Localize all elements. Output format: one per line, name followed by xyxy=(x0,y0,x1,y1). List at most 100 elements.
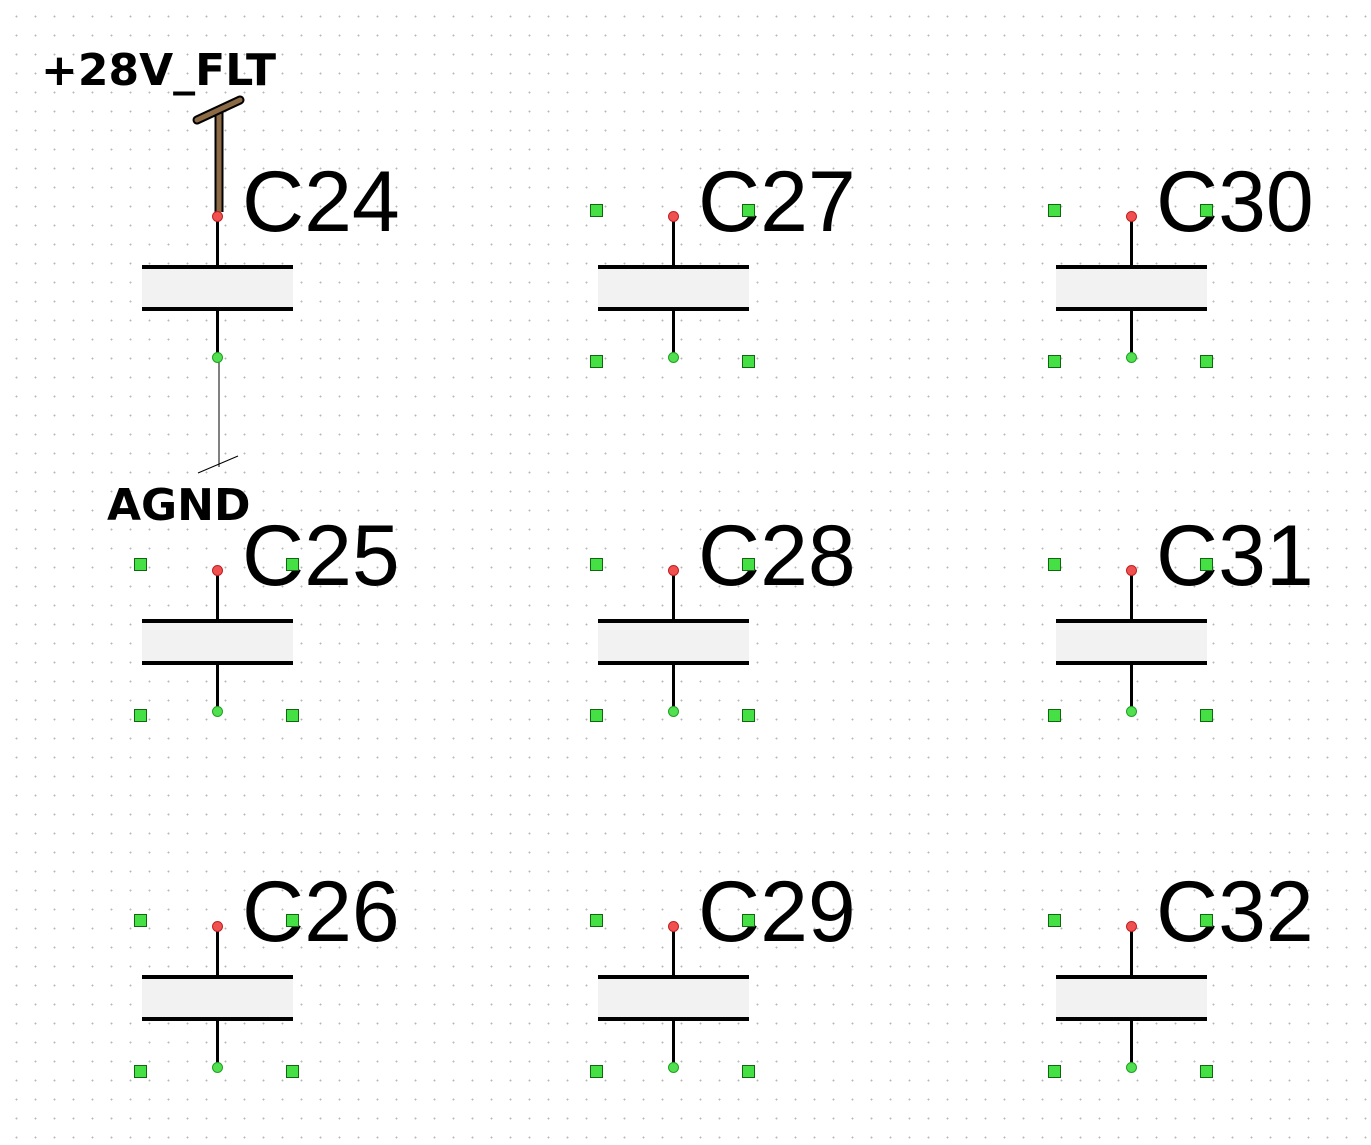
lead-top xyxy=(672,927,675,977)
dielectric-body xyxy=(1056,269,1207,307)
dielectric-body xyxy=(598,269,749,307)
selection-handle[interactable] xyxy=(1200,204,1213,217)
pin-1[interactable] xyxy=(1126,921,1137,932)
pin-1[interactable] xyxy=(668,921,679,932)
selection-handle[interactable] xyxy=(742,914,755,927)
pin-1[interactable] xyxy=(212,565,223,576)
lead-bottom xyxy=(672,308,675,360)
selection-handle[interactable] xyxy=(590,709,603,722)
selection-handle[interactable] xyxy=(286,709,299,722)
selection-handle[interactable] xyxy=(1200,355,1213,368)
capacitor-c32[interactable]: C32 xyxy=(1048,869,1314,1102)
selection-handle[interactable] xyxy=(590,204,603,217)
dielectric-body xyxy=(142,269,293,307)
selection-handle[interactable] xyxy=(1200,1065,1213,1078)
selection-handle[interactable] xyxy=(590,914,603,927)
selection-handle[interactable] xyxy=(286,914,299,927)
selection-handle[interactable] xyxy=(1200,709,1213,722)
plate-top xyxy=(1056,975,1207,979)
selection-handle[interactable] xyxy=(1048,709,1061,722)
lead-top xyxy=(1130,927,1133,977)
lead-bottom xyxy=(1130,308,1133,360)
selection-handle[interactable] xyxy=(1200,914,1213,927)
pin-1[interactable] xyxy=(1126,211,1137,222)
ground-port-symbol[interactable] xyxy=(197,455,239,474)
selection-handle[interactable] xyxy=(1048,1065,1061,1078)
pin-2[interactable] xyxy=(668,706,679,717)
selection-handle[interactable] xyxy=(590,1065,603,1078)
dielectric-body xyxy=(142,623,293,661)
pin-2[interactable] xyxy=(212,706,223,717)
capacitor-c28[interactable]: C28 xyxy=(590,513,856,746)
refdes-label[interactable]: C30 xyxy=(1156,154,1314,250)
pin-2[interactable] xyxy=(668,352,679,363)
pin-2[interactable] xyxy=(668,1062,679,1073)
net-label-ground[interactable]: AGND xyxy=(107,480,251,531)
plate-top xyxy=(142,619,293,623)
pin-2[interactable] xyxy=(1126,706,1137,717)
selection-handle[interactable] xyxy=(134,914,147,927)
selection-handle[interactable] xyxy=(134,558,147,571)
capacitor-c30[interactable]: C30 xyxy=(1048,159,1314,392)
net-label-power[interactable]: +28V_FLT xyxy=(41,45,276,96)
pin-1[interactable] xyxy=(1126,565,1137,576)
capacitor-c29[interactable]: C29 xyxy=(590,869,856,1102)
selection-handle[interactable] xyxy=(590,355,603,368)
selection-handle[interactable] xyxy=(742,1065,755,1078)
dielectric-body xyxy=(142,979,293,1017)
lead-top xyxy=(1130,571,1133,621)
lead-top xyxy=(216,217,219,267)
lead-top xyxy=(672,217,675,267)
selection-handle[interactable] xyxy=(1048,558,1061,571)
lead-top xyxy=(216,571,219,621)
refdes-label[interactable]: C29 xyxy=(698,864,856,960)
lead-bottom xyxy=(672,662,675,714)
selection-handle[interactable] xyxy=(1048,204,1061,217)
selection-handle[interactable] xyxy=(134,709,147,722)
selection-handle[interactable] xyxy=(1048,355,1061,368)
lead-bottom xyxy=(216,1018,219,1070)
selection-handle[interactable] xyxy=(742,355,755,368)
selection-handle[interactable] xyxy=(1200,558,1213,571)
capacitor-c25[interactable]: C25 xyxy=(134,513,400,746)
selection-handle[interactable] xyxy=(742,558,755,571)
capacitor-c31[interactable]: C31 xyxy=(1048,513,1314,746)
refdes-label[interactable]: C28 xyxy=(698,508,856,604)
selection-handle[interactable] xyxy=(590,558,603,571)
selection-handle[interactable] xyxy=(742,709,755,722)
pin-2[interactable] xyxy=(212,352,223,363)
selection-handle[interactable] xyxy=(286,558,299,571)
pin-2[interactable] xyxy=(1126,352,1137,363)
pin-2[interactable] xyxy=(1126,1062,1137,1073)
capacitor-c26[interactable]: C26 xyxy=(134,869,400,1102)
lead-bottom xyxy=(216,308,219,360)
selection-handle[interactable] xyxy=(134,1065,147,1078)
selection-handle[interactable] xyxy=(1048,914,1061,927)
pin-1[interactable] xyxy=(212,921,223,932)
plate-top xyxy=(598,975,749,979)
refdes-label[interactable]: C31 xyxy=(1156,508,1314,604)
capacitor-c24[interactable]: C24 xyxy=(142,159,400,392)
selection-handle[interactable] xyxy=(286,1065,299,1078)
pin-1[interactable] xyxy=(668,565,679,576)
lead-bottom xyxy=(1130,1018,1133,1070)
pin-1[interactable] xyxy=(668,211,679,222)
refdes-label[interactable]: C32 xyxy=(1156,864,1314,960)
selection-handle[interactable] xyxy=(742,204,755,217)
refdes-label[interactable]: C27 xyxy=(698,154,856,250)
refdes-label[interactable]: C24 xyxy=(242,154,400,250)
refdes-label[interactable]: C26 xyxy=(242,864,400,960)
lead-bottom xyxy=(216,662,219,714)
plate-top xyxy=(1056,619,1207,623)
dielectric-body xyxy=(598,623,749,661)
pin-1[interactable] xyxy=(212,211,223,222)
lead-bottom xyxy=(672,1018,675,1070)
capacitor-c27[interactable]: C27 xyxy=(590,159,856,392)
plate-top xyxy=(598,265,749,269)
refdes-label[interactable]: C25 xyxy=(242,508,400,604)
pin-2[interactable] xyxy=(212,1062,223,1073)
plate-top xyxy=(142,265,293,269)
plate-top xyxy=(1056,265,1207,269)
